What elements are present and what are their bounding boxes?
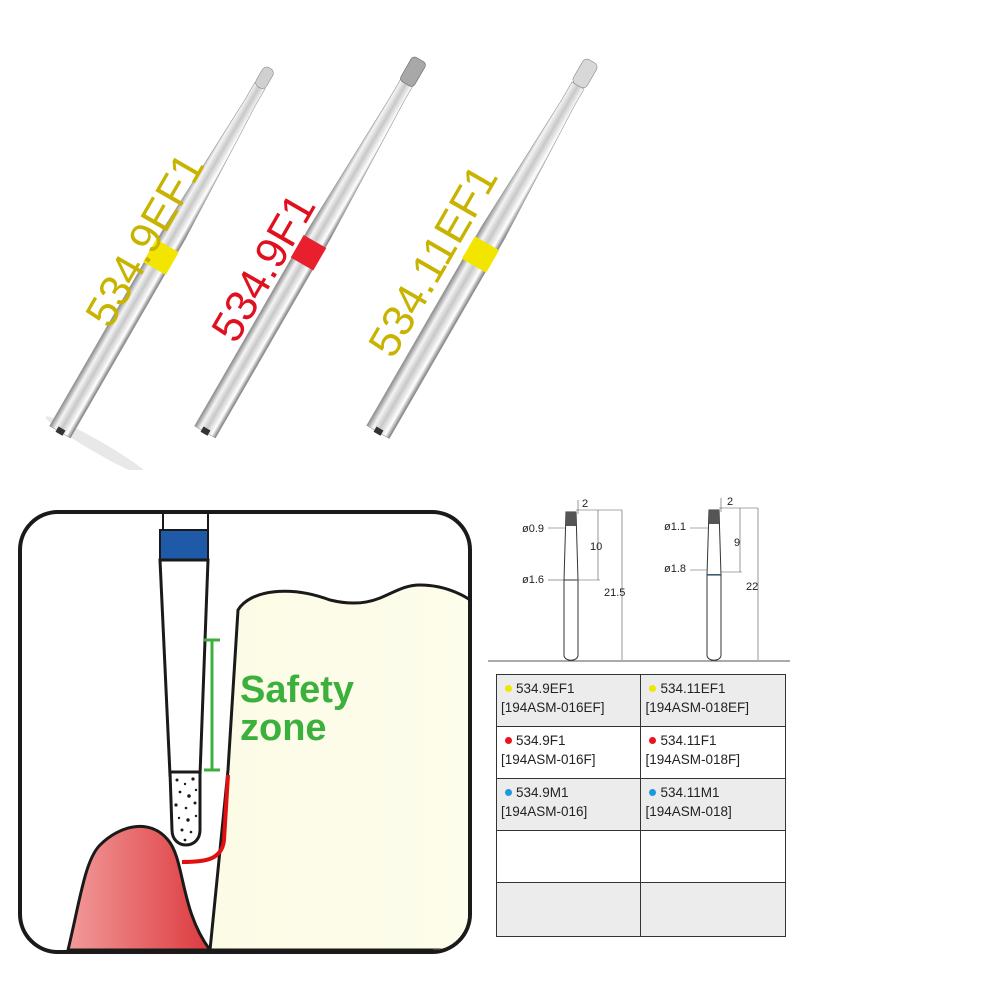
safety-zone-label-line1: Safety [240,669,354,711]
cell-code: [194ASM-016] [501,804,588,819]
tooth [208,583,468,950]
cell-name: 534.11EF1 [660,681,726,696]
table-cell: 534.9M1 [194ASM-016] [495,778,642,831]
right-working-length: 9 [734,537,740,549]
table-row: 534.9F1 [194ASM-016F] 534.11F1 [194ASM-018… [495,726,786,779]
table-row: 534.9EF1 [194ASM-016EF] 534.11EF1 [194ASM-… [495,674,786,727]
left-total-length: 21.5 [604,587,625,599]
gum [66,824,213,950]
table-cell-empty [640,830,786,883]
diamond-grit [174,777,198,842]
table-cell-empty [640,882,786,937]
left-tip-diameter: ø0.9 [522,523,544,535]
left-working-length: 10 [590,541,602,553]
safety-zone-illustration: Safety zone [18,510,472,954]
blue-dot-icon [649,789,657,797]
spec-table: 534.9EF1 [194ASM-016EF] 534.11EF1 [194ASM-… [495,674,786,937]
blue-dot-icon [505,789,512,797]
cell-name: 534.9EF1 [516,681,575,696]
table-cell: 534.9F1 [194ASM-016F] [495,726,642,779]
bur-body [158,558,210,777]
diagram-bur-right: 2 ø1.1 9 ø1.8 22 [664,496,759,661]
cell-name: 534.9F1 [516,733,566,748]
right-tip-length: 2 [727,496,733,508]
table-cell-empty [495,830,642,883]
cell-name: 534.11M1 [660,785,720,800]
right-total-length: 22 [746,581,758,593]
cell-code: [194ASM-016F] [501,752,596,767]
cell-code: [194ASM-018] [645,804,732,819]
right-tip-diameter: ø1.1 [664,521,686,533]
red-dot-icon [649,737,657,745]
safety-zone-label-line2: zone [240,707,327,749]
bur-band [290,234,327,271]
table-row-empty [495,830,786,883]
table-cell: 534.11F1 [194ASM-018F] [640,726,786,779]
cell-code: [194ASM-018F] [645,752,741,767]
diagram-bur-left: 2 ø0.9 10 ø1.6 21.5 [522,498,625,661]
table-cell: 534.9EF1 [194ASM-016EF] [495,674,642,727]
red-dot-icon [505,737,512,745]
table-cell: 534.11M1 [194ASM-018] [640,778,786,831]
cell-name: 534.9M1 [516,785,569,800]
bur-band [461,236,500,273]
bur-band [143,239,179,275]
dimension-diagram: 2 ø0.9 10 ø1.6 21.5 2 ø1.1 9 ø1.8 22 [488,496,790,662]
bur-534-9f1 [194,56,426,439]
left-shank-diameter: ø1.6 [522,574,544,586]
margin-line [181,774,230,864]
right-shank-diameter: ø1.8 [664,563,686,575]
bur-band-blue [159,529,209,561]
safety-zone-bracket [204,638,220,772]
table-row: 534.9M1 [194ASM-016] 534.11M1 [194ASM-018] [495,778,786,831]
cell-name: 534.11F1 [660,733,717,748]
bur-534-9ef1 [45,66,274,470]
burs-photo: 534.9EF1 534.9F1 534.11EF1 [45,56,598,470]
table-cell-empty [495,882,642,937]
table-cell: 534.11EF1 [194ASM-018EF] [640,674,786,727]
table-row-empty [495,882,786,937]
cell-code: [194ASM-016EF] [501,700,605,715]
cell-code: [194ASM-018EF] [645,700,750,715]
bur-534-11ef1 [366,58,598,439]
left-tip-length: 2 [582,498,588,510]
yellow-dot-icon [649,685,657,693]
yellow-dot-icon [505,685,512,693]
